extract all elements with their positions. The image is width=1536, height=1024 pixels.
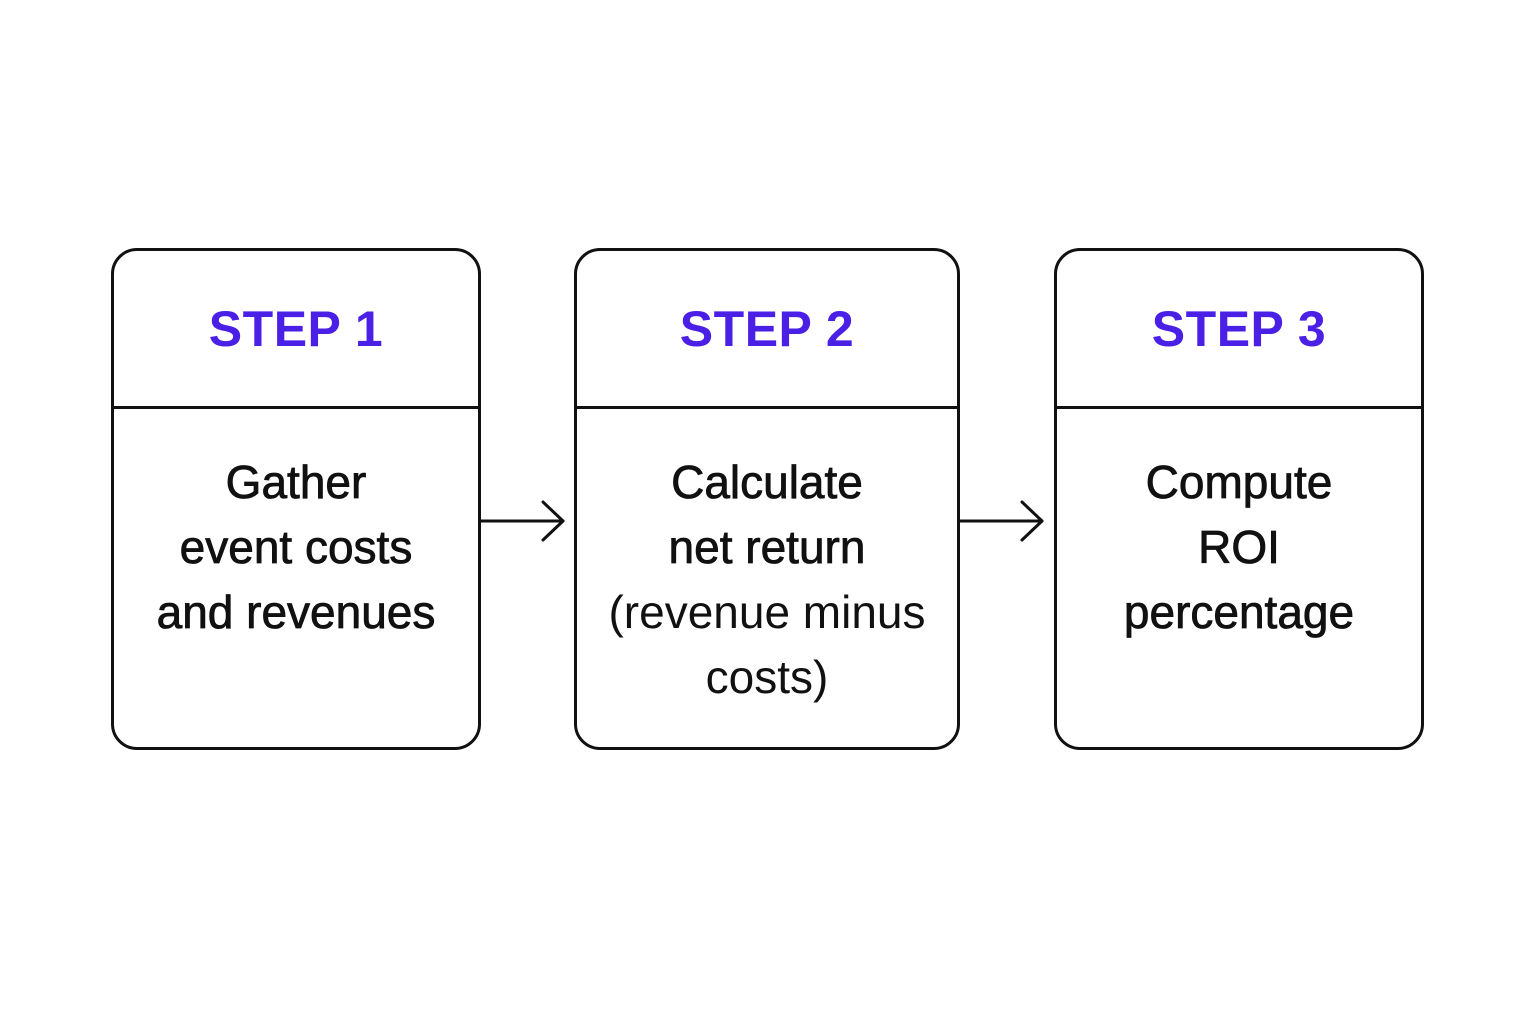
step-3-line-1: Compute	[1145, 456, 1333, 509]
step-2-note-line-1: (revenue minus	[608, 586, 926, 638]
step-2-body: Calculate net return (revenue minus cost…	[577, 450, 957, 710]
arrow-right-icon	[958, 500, 1044, 542]
step-2-line-2: net return	[668, 521, 866, 574]
step-1-line-2: event costs	[179, 521, 413, 574]
step-3-header: STEP 3	[1057, 251, 1421, 409]
step-2-line-1: Calculate	[671, 456, 864, 509]
step-1-header: STEP 1	[114, 251, 478, 409]
step-2-note-line-2: costs)	[705, 651, 829, 703]
step-1-body: Gather event costs and revenues	[114, 450, 478, 645]
step-1-line-3: and revenues	[156, 586, 436, 639]
step-1-line-1: Gather	[225, 456, 367, 509]
step-3-card: STEP 3 Compute ROI percentage	[1054, 248, 1424, 750]
step-2-title: STEP 2	[679, 300, 855, 357]
step-2-card: STEP 2 Calculate net return (revenue min…	[574, 248, 960, 750]
step-1-title: STEP 1	[208, 300, 384, 357]
step-2-header: STEP 2	[577, 251, 957, 409]
step-1-card: STEP 1 Gather event costs and revenues	[111, 248, 481, 750]
step-3-title: STEP 3	[1151, 300, 1327, 357]
arrow-right-icon	[479, 500, 565, 542]
step-3-line-3: percentage	[1123, 586, 1355, 639]
step-3-line-2: ROI	[1198, 521, 1281, 574]
step-3-body: Compute ROI percentage	[1057, 450, 1421, 645]
